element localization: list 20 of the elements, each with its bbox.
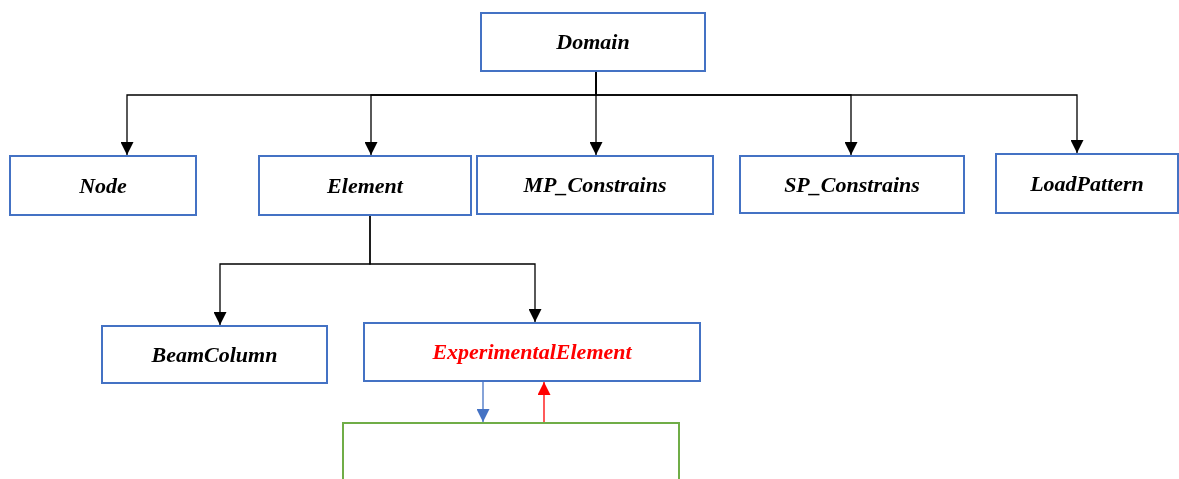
class-name: Node	[79, 172, 127, 199]
class-box	[101, 325, 328, 384]
class-box	[258, 155, 472, 216]
connector-arrow	[369, 215, 542, 323]
class-box	[480, 12, 706, 72]
class-name: Element	[327, 172, 403, 199]
connector-arrow	[476, 381, 490, 423]
empty-box	[342, 422, 680, 479]
class-box	[995, 153, 1179, 214]
class-box	[476, 155, 714, 215]
class-name: MP_Constrains	[523, 172, 667, 198]
class-box	[739, 155, 965, 214]
class-box	[9, 155, 197, 216]
class-name: SP_Constrains	[784, 171, 920, 198]
class-name: LoadPattern	[1030, 170, 1144, 197]
class-name: ExperimentalElement	[432, 339, 632, 365]
class-box	[363, 322, 701, 382]
class-name: Domain	[556, 29, 630, 55]
connector-arrow	[537, 381, 551, 423]
class-name: BeamColumn	[151, 341, 278, 368]
